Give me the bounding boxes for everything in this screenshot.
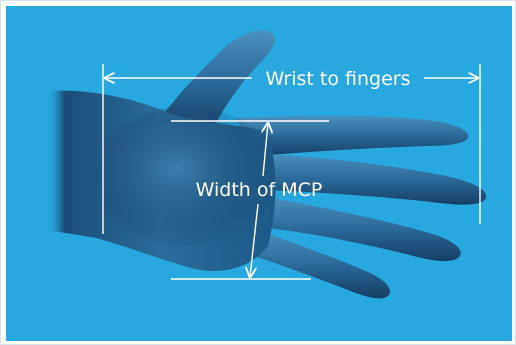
- palm-highlight: [96, 106, 276, 246]
- width-of-mcp-label: Width of MCP: [196, 179, 323, 201]
- hand-measurement-diagram: Wrist to fingers Width of MCP: [6, 6, 512, 341]
- wrist-to-fingers-label: Wrist to fingers: [266, 68, 411, 90]
- diagram-panel: Wrist to fingers Width of MCP: [6, 6, 512, 341]
